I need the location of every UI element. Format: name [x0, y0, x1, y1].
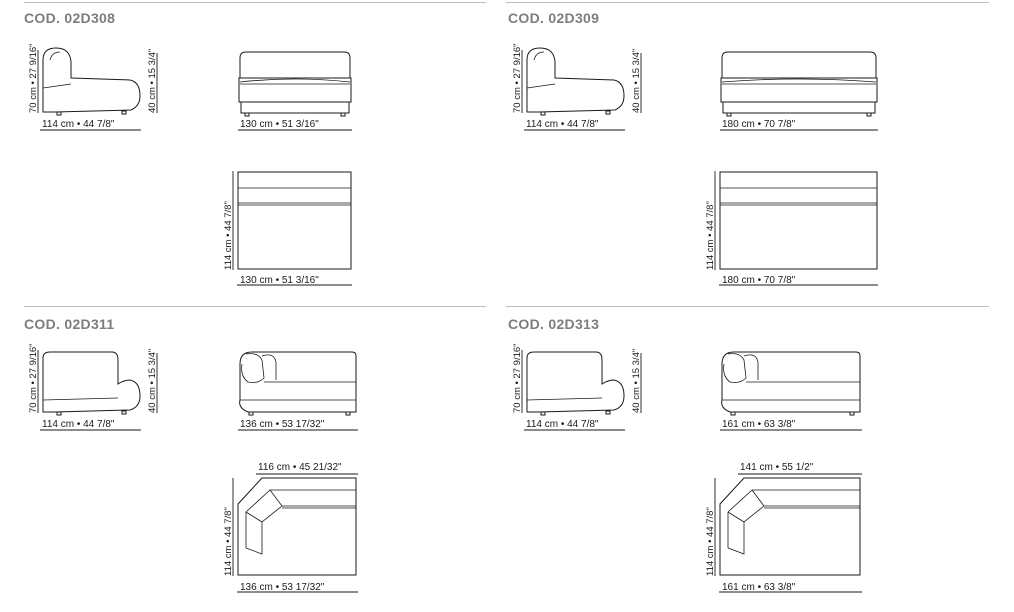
- dimension-side-depth-02d308: 114 cm • 44 7/8": [40, 119, 141, 131]
- product-code-02d309: COD. 02D309: [508, 10, 600, 26]
- dimension-side-depth-02d311: 114 cm • 44 7/8": [40, 419, 141, 431]
- dimension-seat-height-02d309: 40 cm • 15 3/4": [631, 49, 642, 113]
- dimension-top-depth-02d309: 114 cm • 44 7/8": [705, 171, 716, 270]
- sofa-side-view-02d309: [526, 47, 625, 116]
- dimension-front-width-02d313: 161 cm • 63 3/8": [720, 419, 862, 431]
- sofa-front-view-02d309: [720, 51, 878, 117]
- svg-text:114 cm • 44 7/8": 114 cm • 44 7/8": [223, 201, 234, 270]
- product-code-02d308: COD. 02D308: [24, 10, 116, 26]
- product-code-02d311: COD. 02D311: [24, 316, 115, 332]
- svg-text:114 cm • 44 7/8": 114 cm • 44 7/8": [526, 419, 599, 430]
- dimension-front-width-02d309: 180 cm • 70 7/8": [720, 119, 878, 131]
- svg-text:141 cm • 55 1/2": 141 cm • 55 1/2": [740, 462, 814, 473]
- svg-text:40 cm • 15 3/4": 40 cm • 15 3/4": [631, 49, 642, 113]
- dimension-top-inner-width-02d311: 116 cm • 45 21/32": [256, 462, 358, 475]
- dimension-side-height-02d313: 70 cm • 27 9/16": [512, 343, 523, 413]
- sofa-front-view-02d308: [238, 51, 352, 117]
- sofa-side-view-02d313: [526, 351, 625, 416]
- dimension-side-height-02d311: 70 cm • 27 9/16": [28, 343, 39, 413]
- svg-text:116 cm • 45 21/32": 116 cm • 45 21/32": [258, 462, 342, 473]
- svg-text:114 cm • 44 7/8": 114 cm • 44 7/8": [42, 119, 115, 130]
- svg-text:40 cm • 15 3/4": 40 cm • 15 3/4": [147, 49, 158, 113]
- dimension-top-width-02d308: 130 cm • 51 3/16": [237, 275, 352, 286]
- dimension-top-inner-width-02d313: 141 cm • 55 1/2": [738, 462, 862, 475]
- dimension-front-width-02d311: 136 cm • 53 17/32": [238, 419, 358, 431]
- dimension-side-depth-02d313: 114 cm • 44 7/8": [524, 419, 625, 431]
- sofa-top-view-02d308: [237, 171, 352, 270]
- sofa-side-view-02d311: [42, 351, 141, 416]
- top-divider-left: [24, 2, 486, 3]
- svg-text:136 cm • 53 17/32": 136 cm • 53 17/32": [240, 582, 325, 593]
- dimension-top-depth-02d313: 114 cm • 44 7/8": [705, 478, 716, 576]
- middle-divider-left: [24, 306, 486, 307]
- svg-text:114 cm • 44 7/8": 114 cm • 44 7/8": [223, 507, 234, 576]
- dimension-top-depth-02d308: 114 cm • 44 7/8": [223, 171, 234, 270]
- svg-text:40 cm • 15 3/4": 40 cm • 15 3/4": [631, 349, 642, 413]
- sofa-top-view-02d311: [237, 477, 357, 576]
- middle-divider-right: [506, 306, 989, 307]
- svg-text:161 cm • 63 3/8": 161 cm • 63 3/8": [722, 419, 796, 430]
- product-code-02d313: COD. 02D313: [508, 316, 600, 332]
- svg-text:114 cm • 44 7/8": 114 cm • 44 7/8": [526, 119, 599, 130]
- svg-text:180 cm • 70 7/8": 180 cm • 70 7/8": [722, 275, 796, 286]
- sofa-side-view-02d308: [42, 47, 141, 116]
- dimension-side-height-02d309: 70 cm • 27 9/16": [512, 43, 523, 113]
- svg-text:180 cm • 70 7/8": 180 cm • 70 7/8": [722, 119, 796, 130]
- dimension-top-width-02d313: 161 cm • 63 3/8": [719, 582, 862, 593]
- svg-text:114 cm • 44 7/8": 114 cm • 44 7/8": [705, 201, 716, 270]
- svg-text:114 cm • 44 7/8": 114 cm • 44 7/8": [42, 419, 115, 430]
- top-divider-right: [506, 2, 989, 3]
- sofa-front-view-02d311: [239, 351, 357, 416]
- dimension-front-width-02d308: 130 cm • 51 3/16": [238, 119, 352, 131]
- sofa-top-view-02d313: [719, 477, 861, 576]
- svg-text:130 cm • 51 3/16": 130 cm • 51 3/16": [240, 119, 319, 130]
- svg-text:161 cm • 63 3/8": 161 cm • 63 3/8": [722, 582, 796, 593]
- dimension-top-depth-02d311: 114 cm • 44 7/8": [223, 478, 234, 576]
- svg-text:70 cm • 27 9/16": 70 cm • 27 9/16": [28, 43, 39, 113]
- dimension-seat-height-02d313: 40 cm • 15 3/4": [631, 349, 642, 413]
- svg-text:70 cm • 27 9/16": 70 cm • 27 9/16": [512, 43, 523, 113]
- dimension-side-depth-02d309: 114 cm • 44 7/8": [524, 119, 625, 131]
- dimension-seat-height-02d311: 40 cm • 15 3/4": [147, 349, 158, 413]
- svg-text:136 cm • 53 17/32": 136 cm • 53 17/32": [240, 419, 325, 430]
- svg-text:40 cm • 15 3/4": 40 cm • 15 3/4": [147, 349, 158, 413]
- dimension-top-width-02d309: 180 cm • 70 7/8": [719, 275, 878, 286]
- svg-text:130 cm • 51 3/16": 130 cm • 51 3/16": [240, 275, 319, 286]
- svg-text:70 cm • 27 9/16": 70 cm • 27 9/16": [512, 343, 523, 413]
- svg-text:114 cm • 44 7/8": 114 cm • 44 7/8": [705, 507, 716, 576]
- svg-text:70 cm • 27 9/16": 70 cm • 27 9/16": [28, 343, 39, 413]
- dimension-top-width-02d311: 136 cm • 53 17/32": [237, 582, 358, 593]
- dimension-side-height-02d308: 70 cm • 27 9/16": [28, 43, 39, 113]
- dimension-seat-height-02d308: 40 cm • 15 3/4": [147, 49, 158, 113]
- sofa-front-view-02d313: [721, 351, 861, 416]
- sofa-top-view-02d309: [719, 171, 878, 270]
